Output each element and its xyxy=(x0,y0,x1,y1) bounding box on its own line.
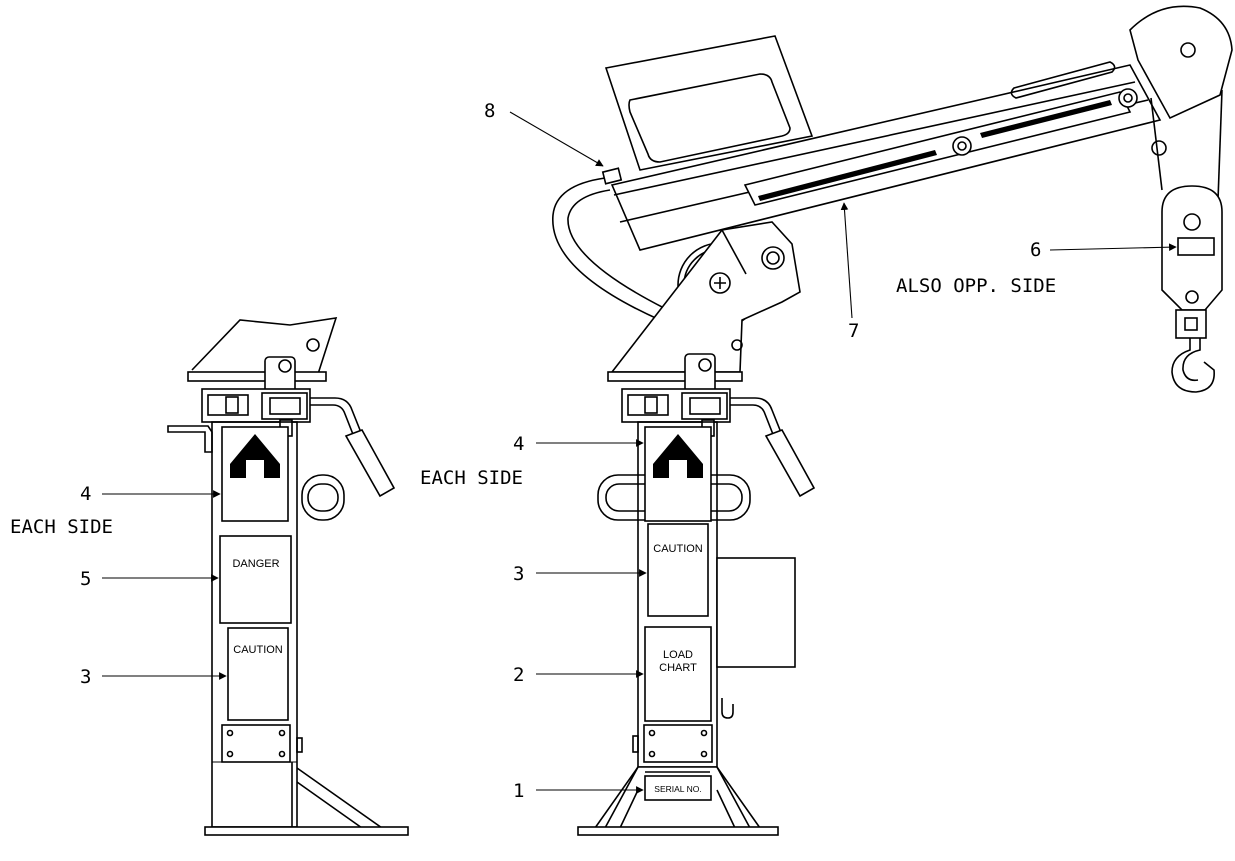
callout-6: 6 xyxy=(1030,239,1041,261)
side-storage-box xyxy=(716,557,796,668)
left-bolt-plate xyxy=(221,724,291,763)
danger-decal xyxy=(219,535,292,624)
right-callout-3: 3 xyxy=(513,563,524,585)
crane-mast xyxy=(610,221,801,373)
right-callout-4: 4 xyxy=(513,433,524,455)
load-chart-decal-line1: LOAD xyxy=(663,649,693,661)
danger-decal-text: DANGER xyxy=(232,558,279,570)
boom-hose-guard xyxy=(552,177,661,321)
load-chart-decal xyxy=(644,626,712,722)
mast-pivot-bolt xyxy=(709,272,731,294)
right-bolt-plate xyxy=(643,724,713,763)
item-8-fitting xyxy=(601,167,623,185)
left-boom-stub xyxy=(191,317,338,375)
left-handle-grip xyxy=(344,429,396,498)
callout-6-note: ALSO OPP. SIDE xyxy=(896,275,1056,297)
left-pedestal: DANGER CAUTION xyxy=(167,317,409,836)
right-top-plate xyxy=(607,371,743,382)
left-caution-decal xyxy=(227,627,289,721)
left-caution-decal-text: CAUTION xyxy=(233,644,283,656)
boom-head xyxy=(1129,5,1233,120)
crane-hook xyxy=(1171,338,1215,393)
load-chart-decal-line2: CHART xyxy=(659,662,697,674)
boom-tread-strip-2 xyxy=(980,100,1112,138)
left-callout-5: 5 xyxy=(80,568,91,590)
item-6-decal xyxy=(1177,237,1215,256)
left-base-plate xyxy=(204,826,409,836)
up-arrow-icon xyxy=(230,434,280,478)
callouts: 8 7 6 ALSO OPP. SIDE 4 EACH SIDE 5 3 4 E… xyxy=(10,100,1177,802)
serial-plate-text: SERIAL NO. xyxy=(654,784,701,794)
right-caution-decal xyxy=(647,523,709,617)
left-callout-4: 4 xyxy=(80,483,91,505)
callout-7: 7 xyxy=(848,320,859,342)
right-crane: CAUTION LOAD CHART SERIAL NO. xyxy=(552,5,1233,836)
left-top-plate xyxy=(187,371,327,382)
serial-plate xyxy=(644,775,712,801)
left-lifting-ring xyxy=(301,474,345,521)
left-callout-4-note: EACH SIDE xyxy=(10,516,113,538)
left-callout-3: 3 xyxy=(80,666,91,688)
right-caution-decal-text: CAUTION xyxy=(653,543,703,555)
boom-control-box xyxy=(604,35,814,171)
callout-8: 8 xyxy=(484,100,495,122)
right-handle-grip xyxy=(764,429,816,498)
boom-head-bolt xyxy=(1180,42,1196,58)
right-callout-1: 1 xyxy=(513,780,524,802)
up-arrow-icon xyxy=(653,434,703,478)
right-callout-4-note: EACH SIDE xyxy=(420,467,523,489)
right-callout-2: 2 xyxy=(513,664,524,686)
right-base-plate xyxy=(577,826,779,836)
boom-tread-strip-1 xyxy=(758,150,937,201)
